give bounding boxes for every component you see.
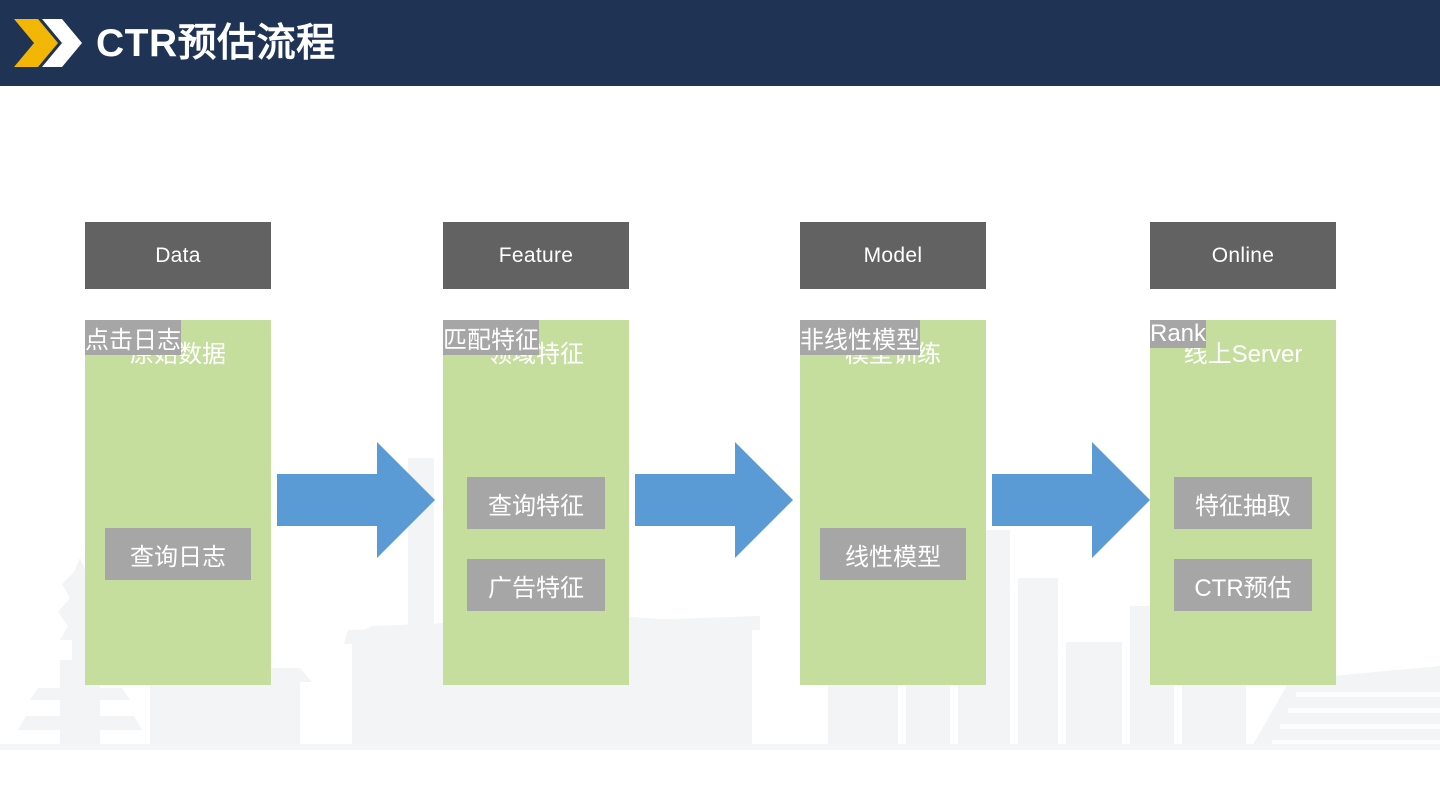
- column-body-online: 线上Server 特征抽取 CTR预估 Rank: [1150, 320, 1336, 685]
- chip-online-2[interactable]: Rank: [1150, 320, 1207, 348]
- column-body-model: 模型训练 线性模型 非线性模型: [800, 320, 986, 685]
- column-header-feature: Feature: [443, 222, 629, 289]
- header-bar: CTR预估流程: [0, 0, 1440, 86]
- column-header-online: Online: [1150, 222, 1336, 289]
- chip-feature-0[interactable]: 查询特征: [467, 477, 605, 529]
- column-header-data: Data: [85, 222, 271, 289]
- column-body-data: 原始数据 查询日志 点击日志: [85, 320, 271, 685]
- column-header-model: Model: [800, 222, 986, 289]
- flow-column-data: Data 原始数据 查询日志 点击日志: [85, 222, 271, 685]
- chip-feature-2[interactable]: 匹配特征: [443, 320, 539, 355]
- flow-column-online: Online 线上Server 特征抽取 CTR预估 Rank: [1150, 222, 1336, 685]
- chip-data-1[interactable]: 点击日志: [85, 320, 181, 355]
- chip-online-1[interactable]: CTR预估: [1174, 559, 1312, 611]
- chip-data-0[interactable]: 查询日志: [105, 528, 251, 580]
- right-arrow-icon-feature-to-model: [635, 442, 793, 558]
- flow-column-model: Model 模型训练 线性模型 非线性模型: [800, 222, 986, 685]
- chip-feature-1[interactable]: 广告特征: [467, 559, 605, 611]
- right-arrow-icon-data-to-feature: [277, 442, 435, 558]
- right-arrow-icon-model-to-online: [992, 442, 1150, 558]
- chip-model-1[interactable]: 非线性模型: [800, 320, 920, 355]
- chip-model-0[interactable]: 线性模型: [820, 528, 966, 580]
- chip-online-0[interactable]: 特征抽取: [1174, 477, 1312, 529]
- page-title: CTR预估流程: [96, 21, 336, 65]
- flow-column-feature: Feature 领域特征 查询特征 广告特征 匹配特征: [443, 222, 629, 685]
- column-body-feature: 领域特征 查询特征 广告特征 匹配特征: [443, 320, 629, 685]
- double-chevron-icon: [14, 19, 82, 67]
